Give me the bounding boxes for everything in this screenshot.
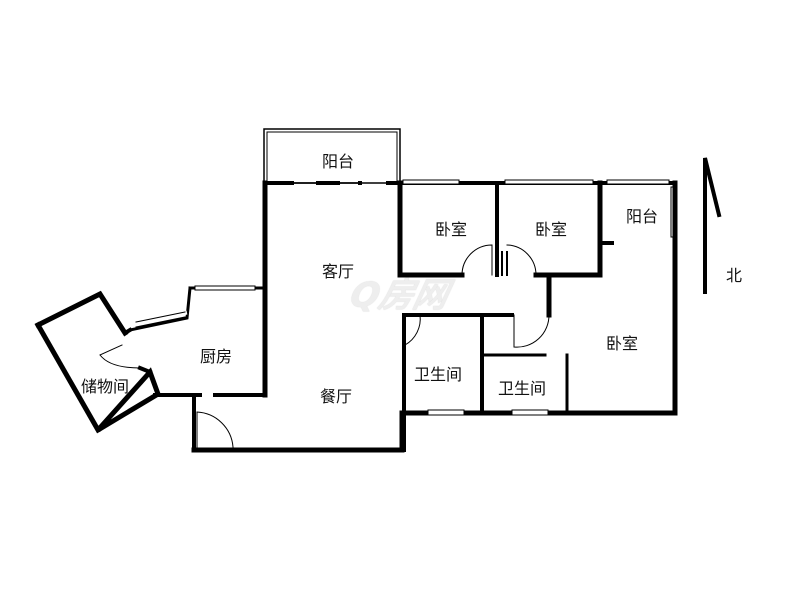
room-label-bedroom-2: 卧室: [534, 220, 568, 239]
north-label: 北: [725, 266, 743, 285]
room-label-bathroom-2: 卫生间: [497, 379, 547, 398]
north-arrow-icon: [703, 157, 722, 294]
room-label-dining-room: 餐厅: [319, 387, 353, 406]
room-label-kitchen: 厨房: [199, 347, 233, 366]
room-label-balcony-right: 阳台: [625, 207, 659, 226]
room-label-bedroom-1: 卧室: [434, 220, 468, 239]
room-label-storage: 储物间: [80, 377, 130, 396]
room-label-master-bedroom: 卧室: [605, 334, 639, 353]
wall: [397, 180, 465, 278]
room-label-living-room: 客厅: [321, 262, 355, 281]
room-label-balcony-top: 阳台: [321, 152, 355, 171]
room-label-bathroom-1: 卫生间: [413, 365, 463, 384]
